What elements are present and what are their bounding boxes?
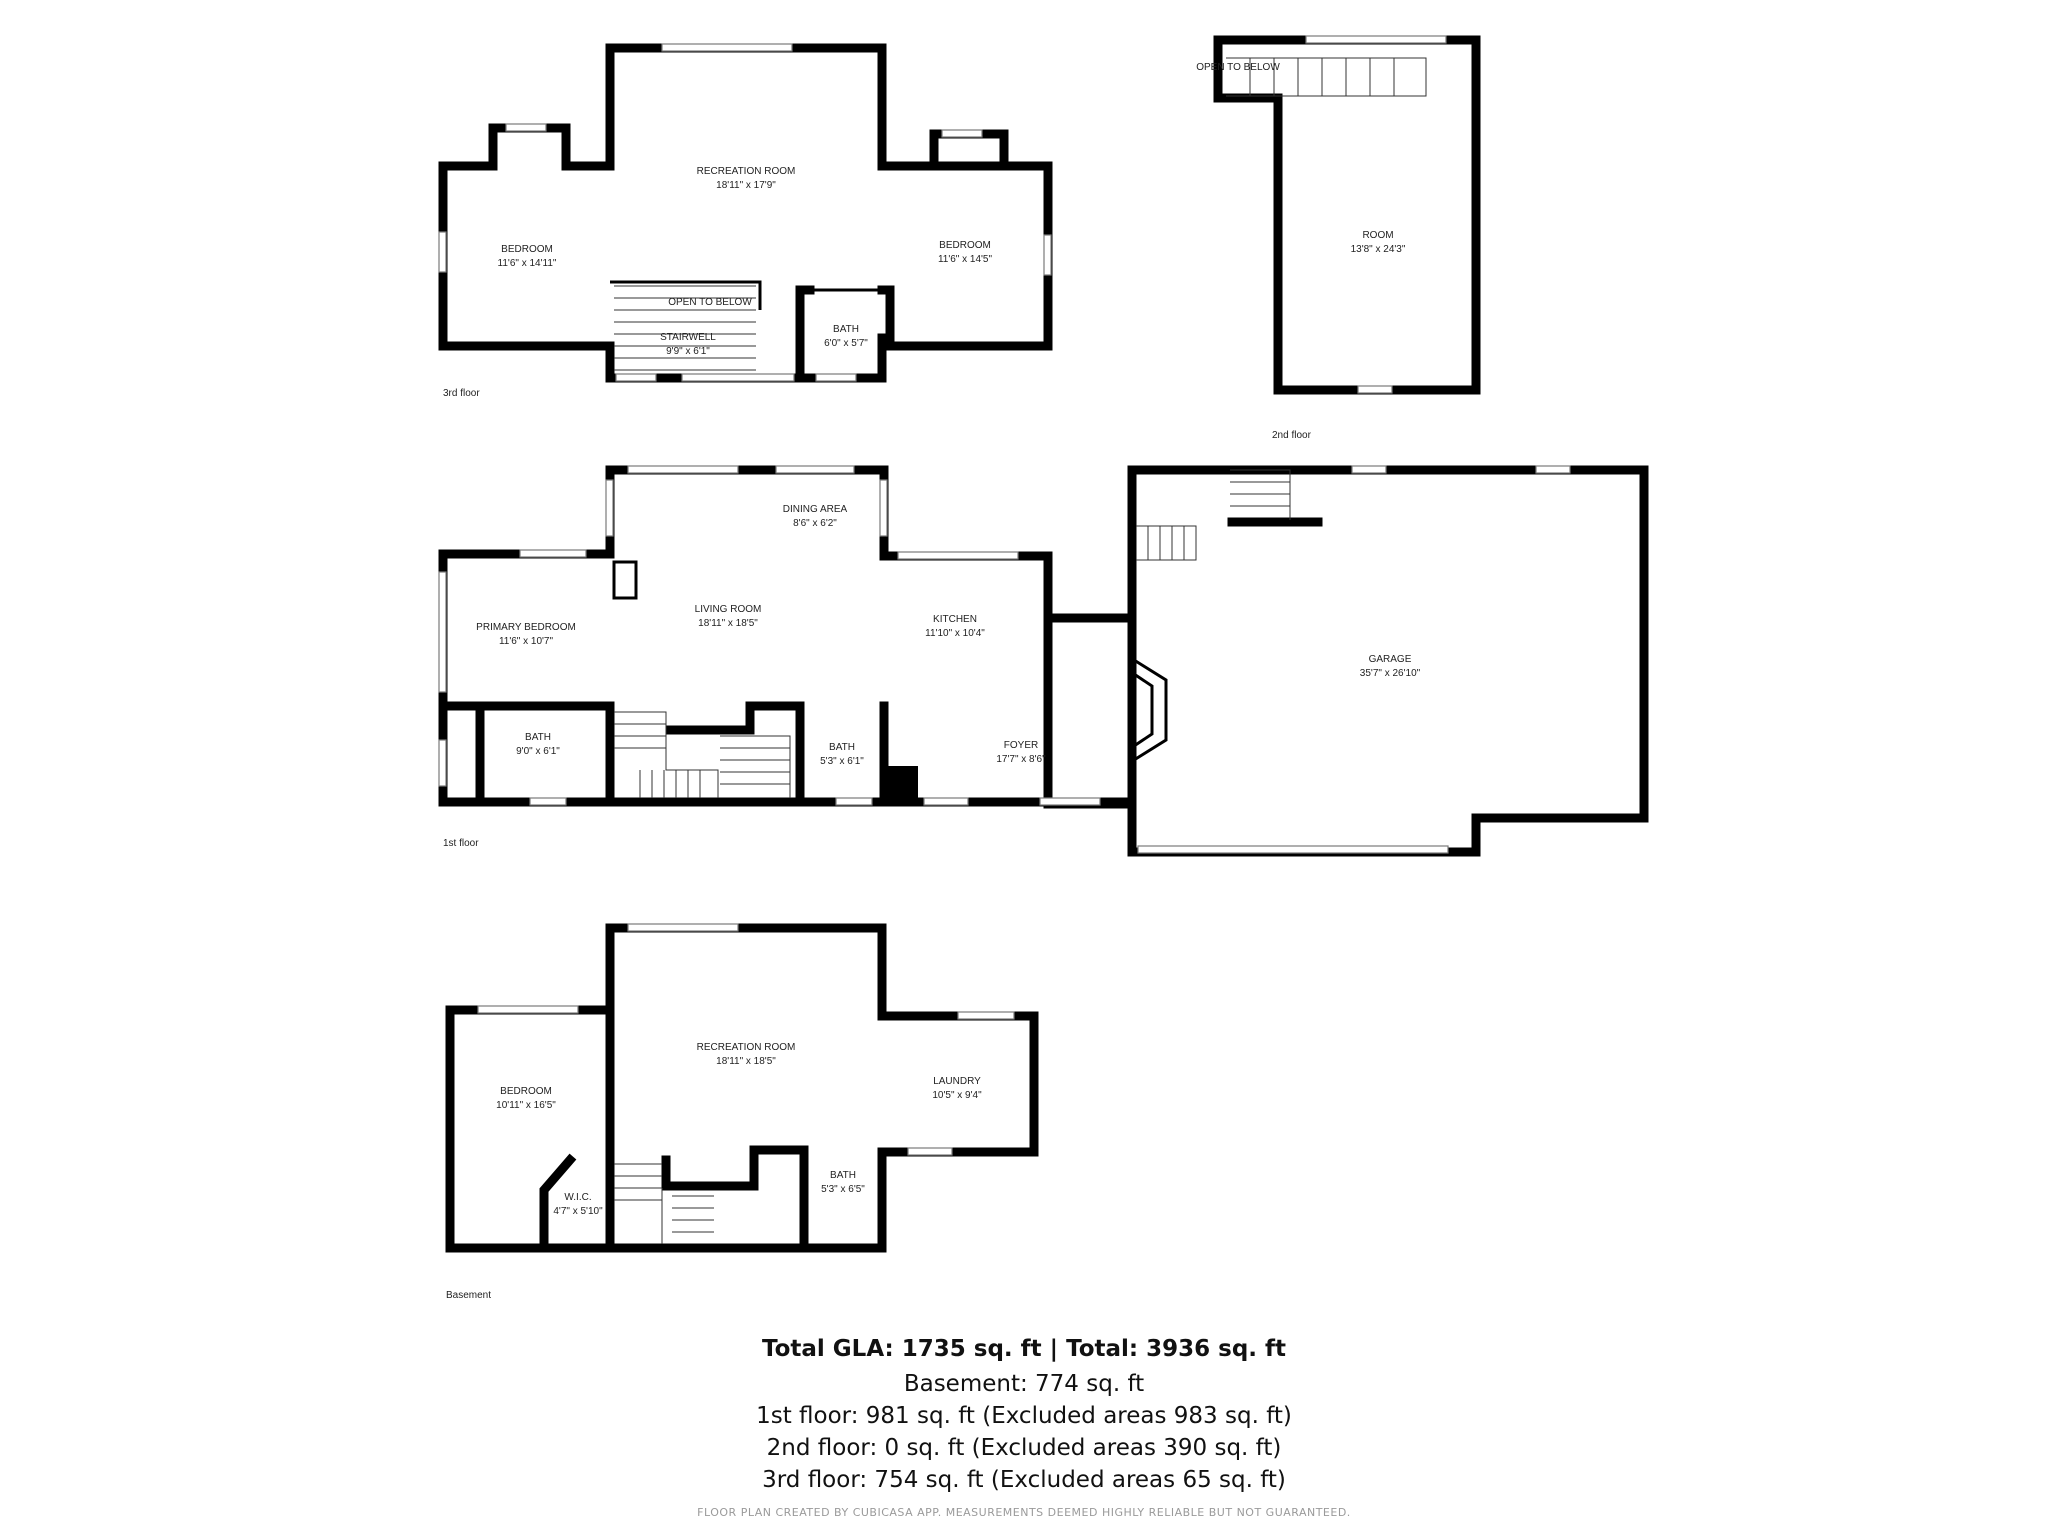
area-line-2nd-floor: 2nd floor: 0 sq. ft (Excluded areas 390 … — [766, 1435, 1282, 1461]
basement-stairs — [614, 1163, 714, 1244]
room-dimensions: 5'3" x 6'1" — [820, 756, 864, 767]
floor-label: 1st floor — [443, 838, 479, 849]
third-floor-walls — [438, 43, 1053, 383]
basement-windows — [477, 923, 1015, 1156]
garage-entry-bay — [1133, 658, 1168, 762]
room-dimensions: 6'0" x 5'7" — [824, 338, 868, 349]
room-dimensions: 9'0" x 6'1" — [516, 746, 560, 757]
third-floor-windows — [438, 43, 1052, 382]
area-line-basement: Basement: 774 sq. ft — [903, 1371, 1145, 1397]
room-dimensions: 18'11" x 18'5" — [716, 1056, 776, 1067]
room-name: BATH — [829, 742, 855, 753]
first-floor-windows — [438, 465, 1571, 854]
third-floor-stairs — [614, 285, 756, 371]
room-name: FOYER — [1004, 740, 1038, 751]
room-name: RECREATION ROOM — [697, 166, 796, 177]
floor-area-breakdown: Basement: 774 sq. ft 1st floor: 981 sq. … — [0, 1368, 2048, 1496]
room-dimensions: 5'3" x 6'5" — [821, 1184, 865, 1195]
room-name: BEDROOM — [500, 1086, 552, 1097]
room-name: GARAGE — [1369, 654, 1412, 665]
room-name: ROOM — [1362, 230, 1393, 241]
area-line-3rd-floor: 3rd floor: 754 sq. ft (Excluded areas 65… — [762, 1467, 1286, 1493]
room-dimensions: 11'6" x 14'5" — [938, 254, 993, 265]
floor-label: 2nd floor — [1272, 430, 1312, 441]
first-floor-walls — [438, 465, 1649, 857]
second-floor-walls — [1213, 35, 1481, 395]
open-to-below-note: OPEN TO BELOW — [668, 297, 752, 308]
room-name: LIVING ROOM — [695, 604, 762, 615]
second-floor-windows — [1305, 35, 1447, 394]
room-dimensions: 4'7" x 5'10" — [553, 1206, 603, 1217]
room-dimensions: 11'6" x 10'7" — [499, 636, 554, 647]
room-dimensions: 11'10" x 10'4" — [925, 628, 985, 639]
basement-plan: RECREATION ROOM 18'11" x 18'5" BEDROOM 1… — [445, 923, 1039, 1301]
room-name: RECREATION ROOM — [697, 1042, 796, 1053]
first-floor-stairs — [614, 469, 1291, 798]
open-to-below-note: OPEN TO BELOW — [1196, 62, 1280, 73]
fireplace — [612, 560, 638, 600]
room-name: BATH — [525, 732, 551, 743]
room-name: BEDROOM — [939, 240, 991, 251]
floor-label: 3rd floor — [443, 388, 480, 399]
room-name: W.I.C. — [564, 1192, 591, 1203]
room-name: STAIRWELL — [660, 332, 716, 343]
room-dimensions: 9'9" x 6'1" — [666, 346, 710, 357]
room-dimensions: 35'7" x 26'10" — [1360, 668, 1421, 679]
total-area-summary: Total GLA: 1735 sq. ft | Total: 3936 sq.… — [761, 1336, 1287, 1362]
room-dimensions: 10'5" x 9'4" — [932, 1090, 982, 1101]
room-dimensions: 11'6" x 14'11" — [498, 258, 557, 269]
room-dimensions: 13'8" x 24'3" — [1351, 244, 1406, 255]
second-floor-plan: ROOM 13'8" x 24'3" OPEN TO BELOW 2nd flo… — [1196, 35, 1481, 441]
room-dimensions: 17'7" x 8'6" — [996, 754, 1046, 765]
floor-label: Basement — [446, 1290, 491, 1301]
first-floor-plan: DINING AREA 8'6" x 6'2" PRIMARY BEDROOM … — [438, 465, 1649, 857]
room-name: DINING AREA — [783, 504, 848, 515]
room-name: KITCHEN — [933, 614, 977, 625]
area-line-1st-floor: 1st floor: 981 sq. ft (Excluded areas 98… — [756, 1403, 1292, 1429]
third-floor-plan: BEDROOM 11'6" x 14'11" RECREATION ROOM 1… — [438, 43, 1053, 399]
room-name: PRIMARY BEDROOM — [476, 622, 576, 633]
room-dimensions: 10'11" x 16'5" — [496, 1100, 556, 1111]
room-dimensions: 18'11" x 17'9" — [716, 180, 776, 191]
room-name: BEDROOM — [501, 244, 553, 255]
room-dimensions: 8'6" x 6'2" — [793, 518, 837, 529]
second-floor-stairs — [1226, 57, 1427, 97]
disclaimer-footer: FLOOR PLAN CREATED BY CUBICASA APP. MEAS… — [697, 1506, 1351, 1519]
room-name: LAUNDRY — [933, 1076, 981, 1087]
room-name: BATH — [833, 324, 859, 335]
room-dimensions: 18'11" x 18'5" — [698, 618, 758, 629]
room-name: BATH — [830, 1170, 856, 1181]
